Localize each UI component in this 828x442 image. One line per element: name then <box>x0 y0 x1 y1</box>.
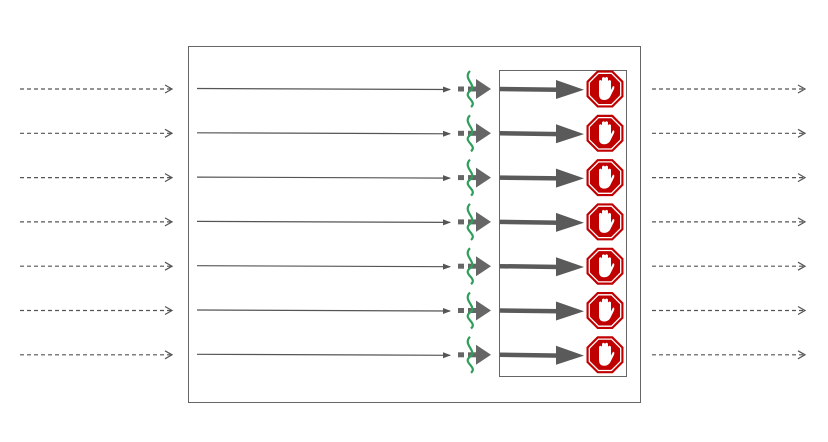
dash-segment <box>458 219 464 225</box>
arrow-head <box>476 167 491 188</box>
stop-hand-icon <box>586 247 624 285</box>
wave-break-icon <box>466 336 474 374</box>
stop-hand-icon <box>586 292 624 329</box>
blocked-arrow-head <box>556 124 584 144</box>
blocked-arrow <box>499 263 561 270</box>
wave-break-icon <box>466 114 474 153</box>
stop-hand-icon <box>586 114 624 152</box>
internal-arrow <box>196 307 451 314</box>
flow-row <box>20 336 807 374</box>
blocked-arrow <box>499 219 561 225</box>
flow-row <box>20 70 807 108</box>
arrow-head <box>476 211 491 232</box>
dash-segment <box>458 175 464 181</box>
wave-break-icon <box>466 158 474 197</box>
blocked-arrow-head <box>556 168 584 188</box>
blocked-arrow <box>499 352 561 358</box>
blocked-arrow <box>499 131 561 137</box>
arrow-head <box>476 344 491 365</box>
stop-hand-icon <box>586 70 624 108</box>
dash-segment <box>458 263 464 269</box>
blocked-arrow <box>499 308 561 314</box>
internal-arrow <box>196 175 451 182</box>
internal-arrow <box>196 86 451 93</box>
internal-arrow <box>196 263 451 270</box>
stop-hand-icon <box>586 336 624 374</box>
flow-row <box>20 203 807 241</box>
blocked-arrow-head <box>556 257 584 277</box>
flow-row <box>20 247 807 286</box>
wave-break-icon <box>466 70 474 108</box>
arrow-head <box>476 256 491 277</box>
outer-box <box>188 46 641 403</box>
internal-arrow <box>196 130 451 137</box>
dash-segment <box>458 352 464 358</box>
arrow-head <box>476 300 491 321</box>
blocked-arrow <box>499 86 561 93</box>
blocked-arrow <box>499 175 561 181</box>
internal-arrow <box>196 219 451 226</box>
blocked-arrow-head <box>556 301 584 321</box>
internal-arrow <box>196 352 451 359</box>
stop-hand-icon <box>586 159 624 197</box>
blocked-arrow-head <box>556 345 584 365</box>
wave-break-icon <box>466 247 474 286</box>
dash-segment <box>458 308 464 313</box>
arrow-head <box>476 79 491 99</box>
wave-break-icon <box>466 291 474 330</box>
dash-segment <box>458 130 464 136</box>
flow-row <box>20 158 807 197</box>
stop-hand-icon <box>586 203 624 241</box>
blocked-arrow-head <box>556 80 584 99</box>
flow-row <box>20 114 807 153</box>
inner-box <box>499 70 627 377</box>
blocked-arrow-head <box>556 212 584 232</box>
arrow-head <box>476 123 491 144</box>
dash-segment <box>458 86 464 92</box>
flow-row <box>20 291 807 330</box>
wave-break-icon <box>466 203 474 241</box>
